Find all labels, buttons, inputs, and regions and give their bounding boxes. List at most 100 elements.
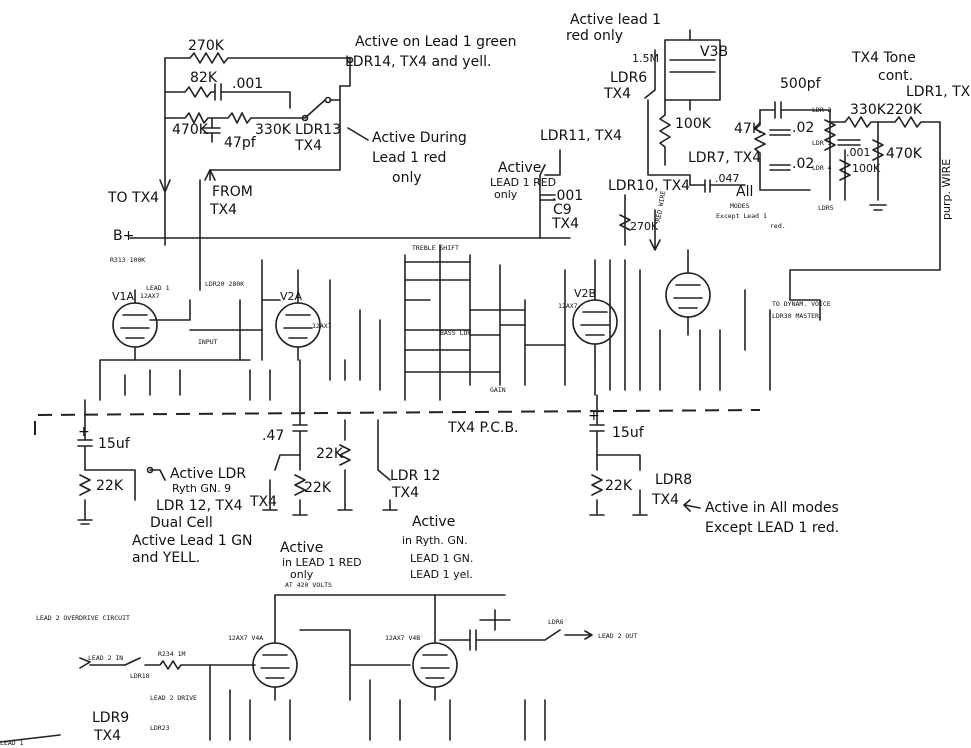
label-tx4-ldr9: TX4: [249, 494, 277, 510]
label-lead1-corner: LEAD 1: [0, 739, 24, 747]
label-v4a: 12AX7 V4A: [228, 634, 263, 642]
tube-v2b: [572, 259, 618, 361]
label-active-ryth-2: in Ryth. GN.: [402, 534, 468, 547]
label-ldr12-b: LDR 12: [390, 468, 441, 484]
label-ldr6: LDR6: [610, 70, 647, 86]
label-r22k-mid1: 22K: [316, 446, 344, 462]
label-tone-title-1: TX4 Tone: [851, 50, 916, 66]
label-v1a: V1A: [112, 290, 135, 303]
label-c47pf: 47pf: [224, 135, 257, 151]
label-lead2-title: LEAD 2 OVERDRIVE CIRCUIT: [36, 614, 130, 622]
label-lead2-out: LEAD 2 OUT: [598, 632, 637, 640]
label-all-modes-4: red.: [770, 222, 786, 230]
label-hv: AT 420 VOLTS: [285, 581, 332, 589]
label-v3b: V3B: [700, 44, 728, 60]
label-ldr10: LDR10, TX4: [608, 178, 690, 194]
label-lead2-drive: LEAD 2 DRIVE: [150, 694, 197, 702]
label-r220k-tone: 220K: [886, 102, 923, 118]
label-ldr4: LDR 4: [812, 164, 832, 172]
label-r15m: 1.5M: [632, 52, 659, 65]
label-c047: .047: [715, 172, 740, 185]
label-plus-right: +: [588, 408, 600, 424]
label-r270k: 270K: [188, 38, 225, 54]
label-active-lead1-red-only-2: red only: [566, 28, 623, 44]
label-c9: C9: [553, 202, 572, 218]
label-tx4-ldr12: TX4: [391, 485, 419, 501]
label-active-ryth-4: LEAD 1 yel.: [410, 568, 473, 581]
tube-v1a: [112, 289, 158, 361]
label-ldr1: LDR1, TX4: [906, 84, 971, 100]
label-r470k-tone: 470K: [886, 146, 923, 162]
label-c001-c9: .001: [552, 188, 583, 204]
label-from-tx4-1: FROM: [212, 184, 253, 200]
label-active-lead1-red-only-1: Active lead 1: [570, 12, 661, 28]
label-active-lead1red-c-1: Active: [498, 160, 541, 176]
label-input: INPUT: [198, 338, 218, 346]
pcb-boundary: [34, 409, 761, 435]
label-tx4-c9: TX4: [551, 216, 579, 232]
label-gain: GAIN: [490, 386, 506, 394]
tube-v3a: [665, 249, 711, 336]
label-ldr13: LDR13: [295, 122, 341, 138]
label-r100k-tone: 100K: [852, 162, 881, 175]
feedback-network: [159, 52, 354, 291]
label-active-ryth-1: Active: [412, 514, 455, 530]
label-ldr3: LDR 3: [812, 139, 832, 147]
label-r22k-left: 22K: [96, 478, 124, 494]
lower-left-circuit: [77, 399, 166, 525]
label-v2b-type: 12AX7: [558, 302, 578, 310]
tube-v2a: [275, 269, 321, 361]
label-tx4-ldr13: TX4: [294, 138, 322, 154]
label-to-tx4: TO TX4: [107, 190, 159, 206]
label-active-in-lead1red-3: only: [290, 568, 314, 581]
label-v2b: V2B: [574, 287, 596, 300]
label-tx4-pcb: TX4 P.C.B.: [447, 420, 519, 436]
label-c500pf: 500pf: [780, 76, 822, 92]
tube-v4a: [252, 594, 298, 701]
label-active-green-2: LDR14, TX4 and yell.: [345, 54, 491, 70]
label-all-modes-2: MODES: [730, 202, 750, 210]
label-active-all-1: Active in All modes: [705, 500, 839, 516]
mid-circuitry: [99, 244, 821, 401]
label-ldr8: LDR8: [655, 472, 692, 488]
label-active-lead1gn-1: Active Lead 1 GN: [132, 533, 253, 549]
label-active-ldr9-2: Ryth GN. 9: [172, 482, 231, 495]
label-ldr5: LDR5: [818, 204, 834, 212]
label-r100k: 100K: [675, 116, 712, 132]
label-active-in-lead1red-2: in LEAD 1 RED: [282, 556, 362, 569]
pointer-arrow: [347, 127, 369, 141]
label-r82k: 82K: [190, 70, 218, 86]
label-r330k: 330K: [255, 122, 292, 138]
label-treble-shift: TREBLE SHIFT: [412, 244, 459, 252]
label-active-during-2: Lead 1 red: [372, 150, 446, 166]
label-bplus: B+: [113, 228, 134, 244]
tube-v3b: [664, 29, 721, 111]
label-c02a: .02: [792, 120, 814, 136]
label-r47k: 47K: [734, 121, 762, 137]
label-ldr11: LDR11, TX4: [540, 128, 622, 144]
label-tone-title-2: cont.: [878, 68, 913, 84]
label-dual-cell: Dual Cell: [150, 515, 213, 531]
label-ldr7: LDR7, TX4: [688, 150, 761, 166]
label-lead1: LEAD 1: [146, 284, 170, 292]
label-ldr2: LDR 2: [812, 106, 832, 114]
label-r22k-right: 22K: [605, 478, 633, 494]
label-from-tx4-2: TX4: [209, 202, 237, 218]
label-c15uf-right: 15uf: [612, 425, 645, 441]
label-active-during-1: Active During: [372, 130, 467, 146]
label-v1a-type: 12AX7: [140, 292, 160, 300]
label-c001-tone: .001: [846, 146, 871, 159]
label-c001-top: .001: [232, 76, 263, 92]
label-ldr9-b: LDR9: [92, 710, 129, 726]
lower-right-circuit: [589, 394, 648, 516]
label-v2a-type: 12AX7: [312, 322, 332, 330]
label-active-lead1gn-2: and YELL.: [132, 550, 200, 566]
label-ldr6-b: LDR6: [548, 618, 564, 626]
label-plus-left: +: [78, 424, 90, 440]
label-ldr30-master: LDR30 MASTER: [772, 312, 819, 320]
label-active-ryth-3: LEAD 1 GN.: [410, 552, 473, 565]
label-to-dyna-voice: TO DYNAM. VOICE: [772, 300, 831, 308]
label-c47-mid: .47: [262, 428, 284, 444]
